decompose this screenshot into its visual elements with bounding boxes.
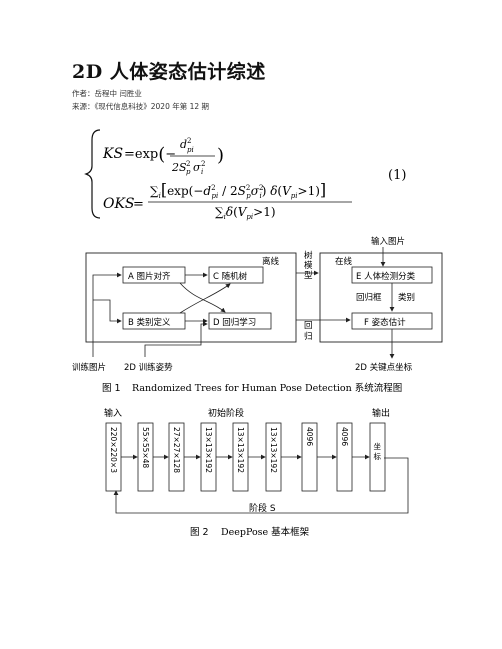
figure-2: 输入 初始阶段 输出 220×220×3 55×55×48 27×27×128 13×… xyxy=(104,407,409,538)
layer-box: 27×27×128 xyxy=(168,422,185,492)
formula-brace xyxy=(84,129,101,219)
box-e: E 人体检测分类 xyxy=(351,266,433,284)
online-region xyxy=(319,252,443,343)
figure1-caption-text: Randomized Trees for Human Pose Detectio… xyxy=(132,382,402,394)
layer-box: 220×220×3 xyxy=(105,422,122,492)
keypoints-label: 2D 关键点坐标 xyxy=(355,362,413,373)
ks-rhs: =exp(− xyxy=(124,144,176,165)
layer-box: 4096 xyxy=(301,422,318,492)
layer-label: 13×13×192 xyxy=(204,427,213,473)
figure2-caption-text: DeepPose 基本框架 xyxy=(221,526,310,538)
ks-den-sub2: i xyxy=(201,168,203,176)
layer-box: 13×13×192 xyxy=(232,422,249,492)
article-authors: 作者：岳程中 闫胜业 xyxy=(72,89,142,98)
ks-denominator: 2S xyxy=(171,161,187,174)
layer-box: 55×55×48 xyxy=(137,422,154,492)
box-b: B 类别定义 xyxy=(122,312,186,330)
ks-den-sup2: 2 xyxy=(201,160,205,168)
layer-label: 55×55×48 xyxy=(141,427,150,468)
box-c-label: C 随机树 xyxy=(213,271,248,282)
category-label: 类别 xyxy=(398,292,415,303)
oks-lhs: OKS xyxy=(103,196,135,212)
arrow-a-to-d xyxy=(179,282,226,313)
layer-box: 13×13×192 xyxy=(265,422,282,492)
tree-model-label: 树模型 xyxy=(304,250,313,281)
online-label: 在线 xyxy=(335,256,353,267)
train-images-line xyxy=(92,272,122,357)
train-images-label: 训练图片 xyxy=(72,362,106,373)
ks-num-sup: 2 xyxy=(187,137,191,145)
reg-frame-label: 回归框 xyxy=(356,292,382,303)
layer-label: 4096 xyxy=(340,427,349,446)
layer-label: 27×27×128 xyxy=(172,427,181,473)
ks-numerator: d xyxy=(180,138,187,151)
formula-block: KS =exp(− d 2 pi 2S 2 p σ 2 i ) OKS = ∑i… xyxy=(84,129,406,221)
ks-close-paren: ) xyxy=(217,145,224,166)
box-d: D 回归学习 xyxy=(208,312,272,330)
layer-stack: 220×220×3 55×55×48 27×27×128 13×13×192 13×13… xyxy=(105,422,386,492)
layer-box: 4096 xyxy=(336,422,353,492)
box-f-label: F 姿态估计 xyxy=(364,317,406,328)
train-poses-line xyxy=(144,321,208,357)
ks-den-sub1: p xyxy=(186,168,191,176)
box-c: C 随机树 xyxy=(208,266,264,284)
train-poses-label: 2D 训练姿势 xyxy=(124,362,173,373)
box-e-label: E 人体检测分类 xyxy=(356,271,416,282)
offline-label: 离线 xyxy=(262,256,280,267)
arrow-b-to-c xyxy=(179,283,231,314)
box-f: F 姿态估计 xyxy=(351,312,433,330)
oks-equals: = xyxy=(133,197,144,212)
ks-num-sub: pi xyxy=(187,146,194,154)
ks-lhs: KS xyxy=(102,146,123,162)
train-images-branch xyxy=(93,299,122,324)
formula-number: (1) xyxy=(388,168,406,183)
article-title: 2D 人体姿态估计综述 xyxy=(72,61,266,83)
box-a-label: A 图片对齐 xyxy=(128,271,171,282)
regression-label: 回归 xyxy=(304,321,313,342)
article-source: 来源：《现代信息科技》2020 年第 12 期 xyxy=(72,102,210,111)
input-image-label: 输入图片 xyxy=(371,236,405,247)
fig2-input-label: 输入 xyxy=(104,407,122,419)
figure1-caption-num: 图 1 xyxy=(102,383,121,394)
oks-denominator: ∑iδ(Vpi>1) xyxy=(215,205,276,221)
fig2-initial-label: 初始阶段 xyxy=(208,407,244,419)
layer-box: 坐标 xyxy=(369,422,386,492)
ks-sigma: σ xyxy=(193,161,201,174)
offline-region xyxy=(85,252,297,343)
layer-label: 13×13×192 xyxy=(269,427,278,473)
layer-label: 220×220×3 xyxy=(109,427,118,473)
figure-1: 离线 在线 树模型 回归 输入图片 A 图片对齐 C 随机树 B 类别定义 D xyxy=(72,236,443,394)
box-a: A 图片对齐 xyxy=(122,266,186,284)
layer-label: 13×13×192 xyxy=(236,427,245,473)
box-d-label: D 回归学习 xyxy=(213,317,256,328)
fig2-stage-s: 阶段 S xyxy=(249,502,276,514)
stage-loop xyxy=(113,457,409,514)
layer-box: 13×13×192 xyxy=(200,422,217,492)
box-b-label: B 类别定义 xyxy=(128,317,171,328)
ks-den-sup1: 2 xyxy=(186,160,190,168)
fig2-output-label: 输出 xyxy=(372,407,390,419)
figure2-caption-num: 图 2 xyxy=(190,527,209,538)
layer-label: 坐标 xyxy=(374,442,382,461)
layer-label: 4096 xyxy=(305,427,314,446)
